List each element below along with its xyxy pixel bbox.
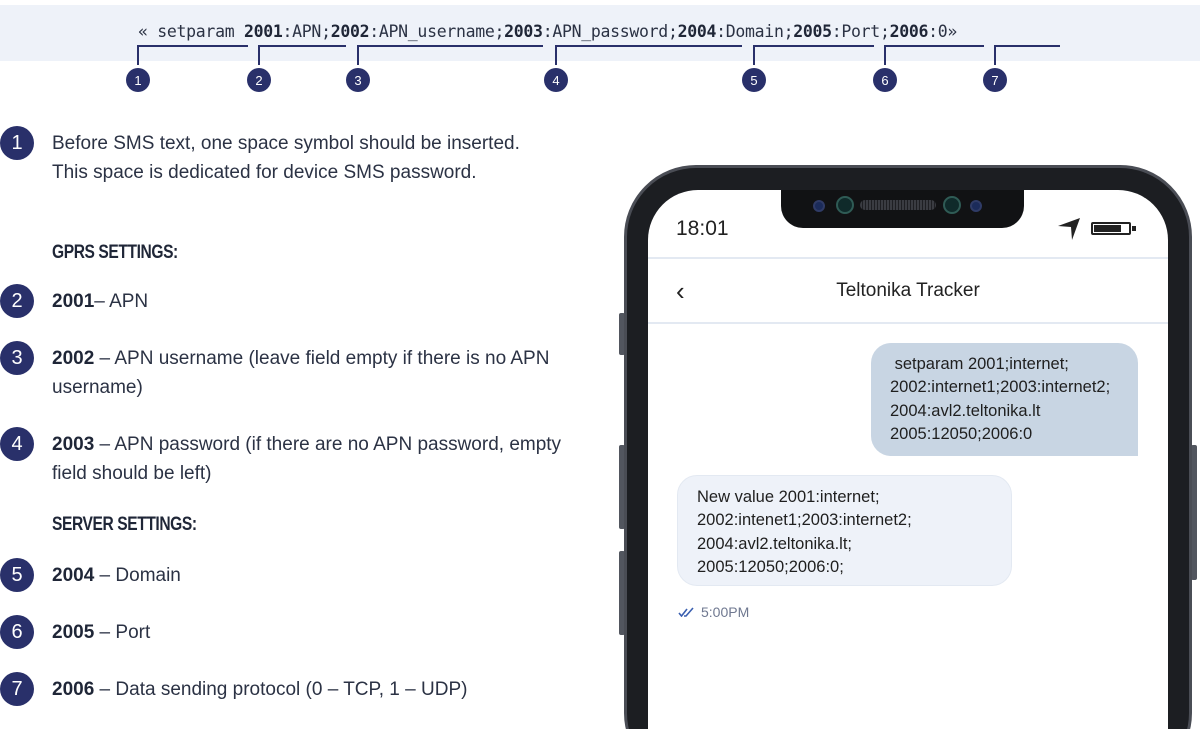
camera-icon xyxy=(836,196,854,214)
speaker-grille xyxy=(860,200,936,210)
message-line: 2004:avl2.teltonika.lt; xyxy=(697,534,853,553)
battery-tip xyxy=(1132,226,1136,231)
sent-message-bubble: setparam 2001;internet; 2002:internet1;2… xyxy=(871,343,1138,456)
leader-line-3 xyxy=(357,45,543,65)
explanation-item-3: 3 2002 – APN username (leave field empty… xyxy=(0,341,592,402)
camera-icon xyxy=(943,196,961,214)
command-text: « setparam 2001:APN;2002:APN_username;20… xyxy=(138,22,958,41)
message-line: 2002:intenet1;2003:internet2; xyxy=(697,511,912,530)
message-line: 2005:12050;2006:0; xyxy=(697,557,844,576)
number-badge: 2 xyxy=(0,284,34,318)
battery-level xyxy=(1094,225,1121,232)
battery-icon xyxy=(1091,222,1131,235)
callout-7: 7 xyxy=(983,68,1007,92)
header-divider-bottom xyxy=(648,322,1168,324)
explanation-item-6: 6 2005 – Port xyxy=(0,615,592,649)
message-timestamp: 5:00PM xyxy=(678,604,749,620)
message-line: New value 2001:internet; xyxy=(697,488,880,506)
callout-5: 5 xyxy=(742,68,766,92)
leader-line-7 xyxy=(994,45,1060,65)
chat-title: Teltonika Tracker xyxy=(836,280,980,301)
status-bar-time: 18:01 xyxy=(676,217,729,240)
message-line: setparam 2001;internet; xyxy=(890,355,1069,373)
callout-3: 3 xyxy=(346,68,370,92)
phone-power-button xyxy=(1191,445,1197,580)
explanation-item-2: 2 2001– APN xyxy=(0,284,592,318)
callout-2: 2 xyxy=(247,68,271,92)
explanation-item-5: 5 2004 – Domain xyxy=(0,558,592,592)
callout-4: 4 xyxy=(544,68,568,92)
sensor-icon xyxy=(970,200,982,212)
message-line: 2002:internet1;2003:internet2; xyxy=(890,378,1111,397)
explanation-text: Before SMS text, one space symbol should… xyxy=(52,133,520,183)
explanation-text: 2006 – Data sending protocol (0 – TCP, 1… xyxy=(52,679,468,700)
explanation-item-4: 4 2003 – APN password (if there are no A… xyxy=(0,427,592,488)
command-banner xyxy=(0,5,1200,61)
explanation-item-7: 7 2006 – Data sending protocol (0 – TCP,… xyxy=(0,672,592,706)
number-badge: 3 xyxy=(0,341,34,375)
callout-6: 6 xyxy=(873,68,897,92)
leader-line-4 xyxy=(555,45,742,65)
server-settings-heading: SERVER SETTINGS: xyxy=(52,514,197,535)
phone-volume-up-button xyxy=(619,445,625,529)
message-line: 2004:avl2.teltonika.lt xyxy=(890,401,1041,420)
header-divider-top xyxy=(648,257,1168,259)
message-line: 2005:12050;2006:0 xyxy=(890,424,1033,443)
leader-line-6 xyxy=(884,45,984,65)
explanation-text: 2005 – Port xyxy=(52,622,151,643)
timestamp-text: 5:00PM xyxy=(701,604,750,620)
location-arrow-icon xyxy=(1058,218,1080,240)
number-badge: 5 xyxy=(0,558,34,592)
callout-1: 1 xyxy=(126,68,150,92)
number-badge: 4 xyxy=(0,427,34,461)
leader-line-2 xyxy=(258,45,346,65)
gprs-settings-heading: GPRS SETTINGS: xyxy=(52,242,178,263)
explanation-text: 2003 – APN password (if there are no APN… xyxy=(52,434,562,484)
number-badge: 7 xyxy=(0,672,34,706)
explanation-text: 2004 – Domain xyxy=(52,565,181,586)
leader-line-1 xyxy=(137,45,248,65)
explanation-item-1: 1 Before SMS text, one space symbol shou… xyxy=(0,126,522,187)
explanation-text: 2002 – APN username (leave field empty i… xyxy=(52,348,550,398)
number-badge: 6 xyxy=(0,615,34,649)
number-badge: 1 xyxy=(0,126,34,160)
received-message-bubble: New value 2001:internet; 2002:intenet1;2… xyxy=(677,475,1012,586)
phone-volume-down-button xyxy=(619,551,625,635)
leader-line-5 xyxy=(753,45,874,65)
explanation-text: 2001– APN xyxy=(52,291,149,312)
sensor-icon xyxy=(813,200,825,212)
phone-silent-switch xyxy=(619,313,625,355)
double-check-icon xyxy=(678,607,694,617)
back-button[interactable]: ‹ xyxy=(676,276,685,306)
phone-screen xyxy=(648,190,1168,729)
